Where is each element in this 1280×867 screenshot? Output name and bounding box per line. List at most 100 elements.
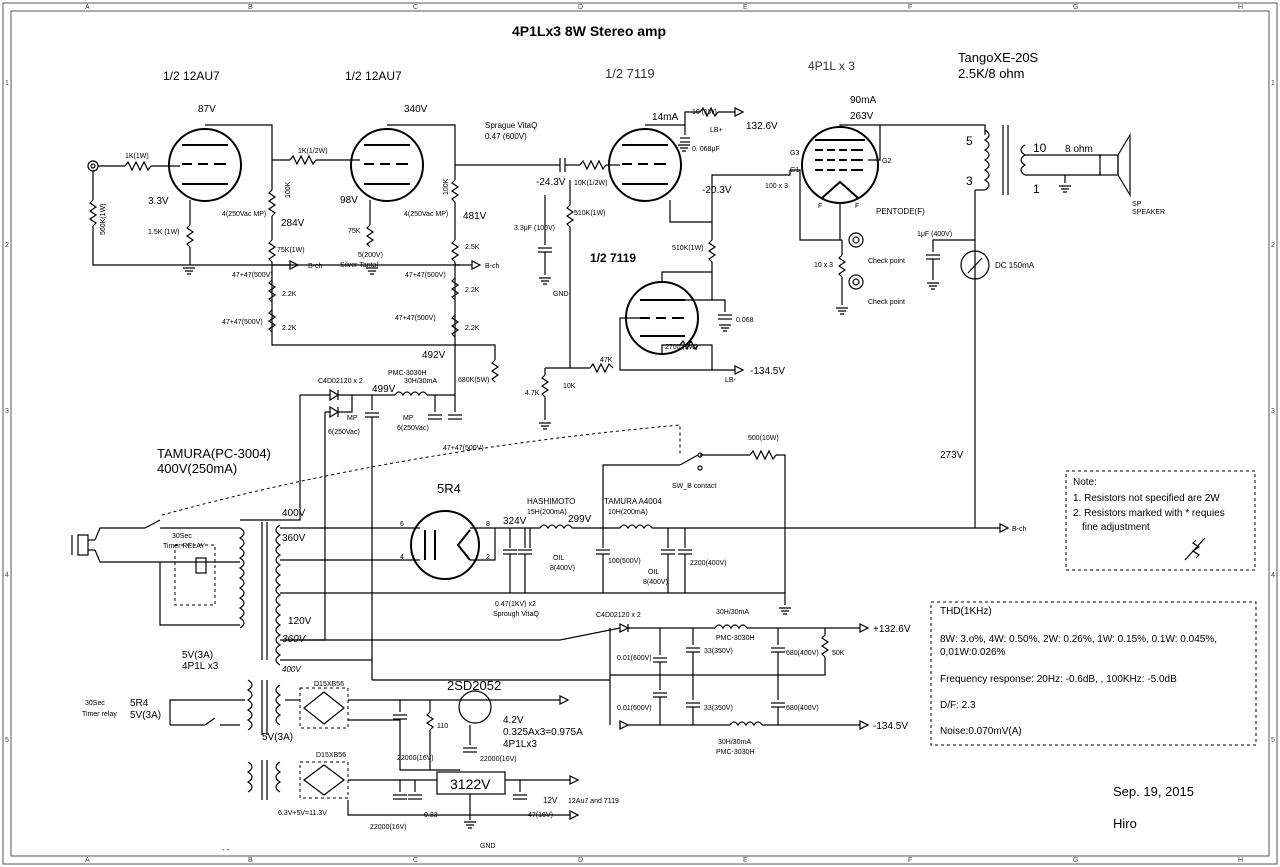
label-14ma: 14mA — [652, 112, 678, 123]
label-481v: 481V — [463, 211, 487, 222]
label-90ma: 90mA — [850, 95, 876, 106]
grid-col-c-bottom: C — [413, 857, 418, 864]
label-r2-5k: 2.5K — [465, 244, 480, 251]
label-gnd-bottom: GND — [480, 843, 496, 850]
label-oil-a: OIL — [553, 555, 564, 562]
label-cap4747-d: 47+47(500V) — [395, 315, 436, 322]
label-check-point-1: Check point — [868, 258, 905, 265]
label-cap0068: 0.068 — [736, 317, 754, 324]
label-30sec: 30Sec — [85, 700, 105, 707]
label-cap6-b: 6(250Vac) — [397, 425, 429, 432]
stage-v3-label: 1/2 7119 — [605, 66, 655, 81]
label-132v-top: 132.6V — [746, 121, 778, 132]
label-tap-360v-b: 360V — [282, 634, 307, 645]
grid-row-3: 3 — [5, 408, 9, 415]
label-2sd2052: 2SD2052 — [447, 678, 501, 693]
label-cap1uf: 1μF (400V) — [917, 231, 952, 238]
label-5v3a-secondary: 5V(3A) — [262, 732, 293, 743]
label-30h-c: 30H/30mA — [718, 739, 751, 746]
tube-5r4-rectifier — [410, 510, 480, 580]
label-timer-30sec: 30Sec — [172, 533, 192, 540]
label-r100k-b: 100K — [443, 178, 450, 195]
label-pmc-c: PMC-3030H — [716, 749, 755, 756]
output-transformer-label: TangoXE-20S — [958, 50, 1039, 65]
label-tap10: 10 — [1033, 141, 1047, 155]
label-r1k-half: 1K(1/2W) — [298, 148, 328, 155]
label-tap-120v: 120V — [288, 616, 312, 627]
label-tap-400v: 400V — [282, 508, 306, 519]
label-regulator: 3122V — [450, 776, 491, 792]
label-284v: 284V — [281, 218, 305, 229]
inner-frame — [10, 10, 1270, 857]
label-5v3a-heater: 5V(3A) — [130, 710, 161, 721]
grid-col-h-bottom: H — [1238, 857, 1243, 864]
label-tap-400v-b: 400V — [282, 665, 301, 674]
label-273v: 273V — [940, 450, 964, 461]
label-swb: SW_B contact — [672, 483, 716, 490]
note-line-3: fine adjustment — [1082, 522, 1150, 533]
label-r100k-a: 100K — [285, 181, 292, 198]
spec-thd-line-1: 8W: 3.o%, 4W: 0.50%, 2W: 0.26%, 1W: 0.15… — [940, 634, 1217, 645]
label-filament-left: F — [818, 203, 822, 210]
grid-col-d: D — [578, 4, 583, 11]
label-neg20v: -20.3V — [702, 185, 732, 196]
label-r10-1w: 10 (1W) — [692, 109, 717, 116]
label-aux-supply: 12Au7 and 7119 — [568, 798, 619, 805]
grid-col-c: C — [413, 4, 418, 11]
schematic-title: 4P1Lx3 8W Stereo amp — [512, 23, 666, 39]
label-cap5: 5(200V) — [358, 252, 383, 259]
grid-col-f: F — [908, 4, 912, 11]
grid-col-b-bottom: B — [248, 857, 253, 864]
label-tap3: 3 — [966, 174, 973, 188]
grid-col-h: H — [1238, 4, 1243, 11]
label-c4d-a: C4D02120 x 2 — [318, 378, 363, 385]
label-r500: 500(10W) — [748, 435, 779, 442]
grid-row-2: 2 — [5, 242, 9, 249]
spec-thd-line-2: 0,01W:0.026% — [940, 647, 1006, 658]
label-cap4747-a: 47+47(500V) — [232, 272, 273, 279]
label-cap22000-c: 22000(16V) — [370, 824, 407, 831]
label-filament-right: F — [855, 203, 859, 210]
component-labels: 87V 3.3V 1K(1W) 560K(1W) 1.5K (1W) 340V … — [82, 95, 1165, 850]
label-silver-tantal: Silver Tantal — [340, 262, 378, 269]
label-oil-b: OIL — [648, 569, 659, 576]
label-r110: 110 — [437, 723, 448, 730]
label-r10x3: 10 x 3 — [814, 262, 833, 269]
label-cap047-x2: 0.47(1KV) x2 — [495, 601, 536, 608]
label-g2: G2 — [882, 158, 891, 165]
stage-v2-label: 1/2 12AU7 — [345, 69, 402, 83]
stage-v4-label: 1/2 7119 — [590, 251, 636, 265]
label-neg24v: -24.3V — [536, 177, 566, 188]
label-dc150ma: DC 150mA — [995, 261, 1035, 270]
grid-row-3-right: 3 — [1271, 408, 1275, 415]
label-r4-7k: 4.7K — [525, 390, 540, 397]
label-lb-minus: LB- — [725, 377, 737, 384]
label-bch-a: B-ch — [308, 263, 323, 270]
label-r10k-half: 10K(1/2W) — [574, 180, 607, 187]
label-pin-2: 2 — [486, 554, 490, 561]
label-cap4747-c: 47+47(500V) — [405, 272, 446, 279]
label-r75k: 75K — [348, 228, 361, 235]
label-pin-8: 8 — [486, 521, 490, 528]
label-cap22000-a: 22000(16V) — [397, 755, 434, 762]
label-d15-b: D15XB56 — [316, 752, 346, 759]
label-cap001-b: 0.01(600V) — [617, 705, 652, 712]
grid-col-d-bottom: D — [578, 857, 583, 864]
label-g3: G3 — [790, 150, 799, 157]
label-299v: 299V — [568, 514, 592, 525]
note-title: Note: — [1073, 477, 1097, 488]
label-5r4: 5R4 — [437, 481, 461, 496]
grid-col-g: G — [1073, 4, 1078, 11]
label-5r4-heater: 5R4 — [130, 698, 149, 709]
label-timer-relay: Timer RELAY — [163, 543, 205, 550]
label-cap2200: 2200(400V) — [690, 560, 727, 567]
footer-date: Sep. 19, 2015 — [1113, 784, 1194, 799]
label-8ohm: 8 ohm — [1065, 144, 1093, 155]
label-cap33-a: 33(350V) — [704, 648, 733, 655]
label-r50k: 50K — [832, 650, 845, 657]
label-r1k: 1K(1W) — [125, 153, 149, 160]
label-heater-calc: 0.325Ax3=0.975A — [503, 727, 583, 738]
note-box: Note: 1. Resistors not specified are 2W … — [1065, 470, 1256, 571]
